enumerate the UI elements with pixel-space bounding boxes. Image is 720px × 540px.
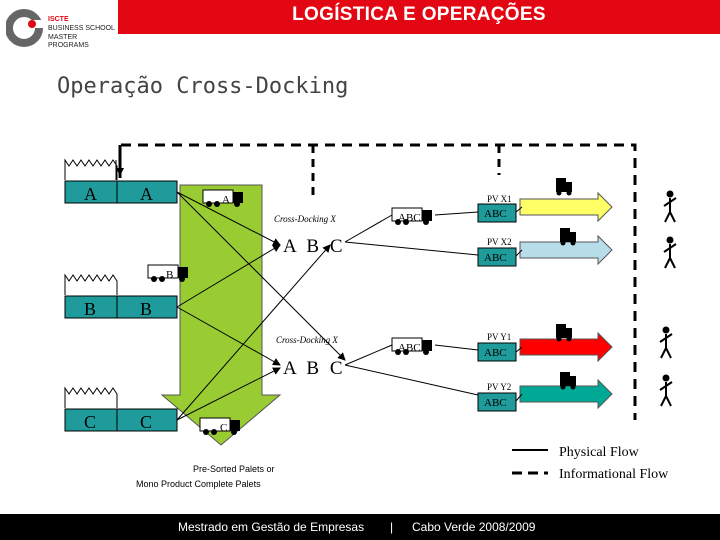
- truck-a-label: A: [222, 194, 230, 206]
- factory-c-icon: [64, 387, 118, 409]
- pv-x1-name: PV X1: [487, 194, 512, 204]
- logo-mark-icon: [5, 9, 44, 47]
- logo: ISCTE BUSINESS SCHOOL MASTER PROGRAMS: [5, 6, 116, 50]
- supplier-c-label: C: [84, 412, 96, 432]
- cross-docking-diagram: A A B B C C A B C Cross-Docking X A B C …: [64, 143, 677, 489]
- footer-location: Cabo Verde 2008/2009: [412, 520, 536, 534]
- truck-c-label: C: [220, 422, 227, 434]
- warehouse-b-label: B: [140, 299, 152, 319]
- pv-x2-label: ABC: [484, 252, 507, 264]
- supplier-b-label: B: [84, 299, 96, 319]
- customer-y1-icon: [659, 325, 673, 359]
- customer-x2-icon: [663, 235, 677, 269]
- header-title: LOGÍSTICA E OPERAÇÕES: [292, 4, 546, 25]
- legend-informational-label: Informational Flow: [559, 467, 669, 482]
- footer-separator: |: [390, 520, 394, 534]
- factory-b-icon: [64, 274, 118, 296]
- logo-text-school: BUSINESS SCHOOL: [48, 25, 115, 32]
- logo-text-iscte: ISCTE: [48, 16, 69, 23]
- truck-b-label: B: [166, 269, 173, 281]
- footer-program: Mestrado em Gestão de Empresas: [178, 520, 365, 534]
- logo-text-programs: MASTER PROGRAMS: [48, 34, 89, 49]
- pv-y2-box: [477, 392, 517, 412]
- delivery-arrow-y2: [519, 378, 613, 410]
- page-title: Operação Cross-Docking: [57, 74, 349, 99]
- delivery-arrow-y1: [519, 331, 613, 363]
- mixed-label-2: A B C: [283, 358, 346, 379]
- pv-y2-label: ABC: [484, 397, 507, 409]
- delivery-truck-x1-icon: [556, 178, 572, 196]
- factory-a-icon: [64, 159, 118, 181]
- header-bar: [118, 0, 720, 34]
- pv-x1-label: ABC: [484, 208, 507, 220]
- legend-physical-label: Physical Flow: [559, 445, 640, 460]
- pv-y1-label: ABC: [484, 347, 507, 359]
- pallet-note-line2: Mono Product Complete Palets: [136, 479, 261, 489]
- cross-docking-label-1: Cross-Docking X: [274, 214, 336, 224]
- warehouse-a-label: A: [140, 184, 153, 204]
- delivery-arrow-x1: [519, 191, 613, 223]
- outbound-truck-2-label: ABC: [398, 342, 421, 354]
- informational-flow-line: [118, 143, 637, 420]
- pv-x1-box: [477, 203, 517, 223]
- outbound-truck-1-label: ABC: [398, 212, 421, 224]
- pallet-note-line1: Pre-Sorted Palets or: [193, 464, 275, 474]
- cross-docking-label-2: Cross-Docking X: [276, 335, 338, 345]
- customer-x1-icon: [663, 189, 677, 223]
- big-flow-arrow: [160, 184, 282, 446]
- supplier-a-label: A: [84, 184, 97, 204]
- pv-x2-box: [477, 247, 517, 267]
- pv-y2-name: PV Y2: [487, 382, 511, 392]
- pv-y1-name: PV Y1: [487, 332, 511, 342]
- footer: Mestrado em Gestão de Empresas | Cabo Ve…: [0, 514, 720, 540]
- customer-y2-icon: [659, 373, 673, 407]
- mixed-label-1: A B C: [283, 236, 346, 257]
- warehouse-c-label: C: [140, 412, 152, 432]
- delivery-arrow-x2: [519, 234, 613, 266]
- pv-x2-name: PV X2: [487, 237, 512, 247]
